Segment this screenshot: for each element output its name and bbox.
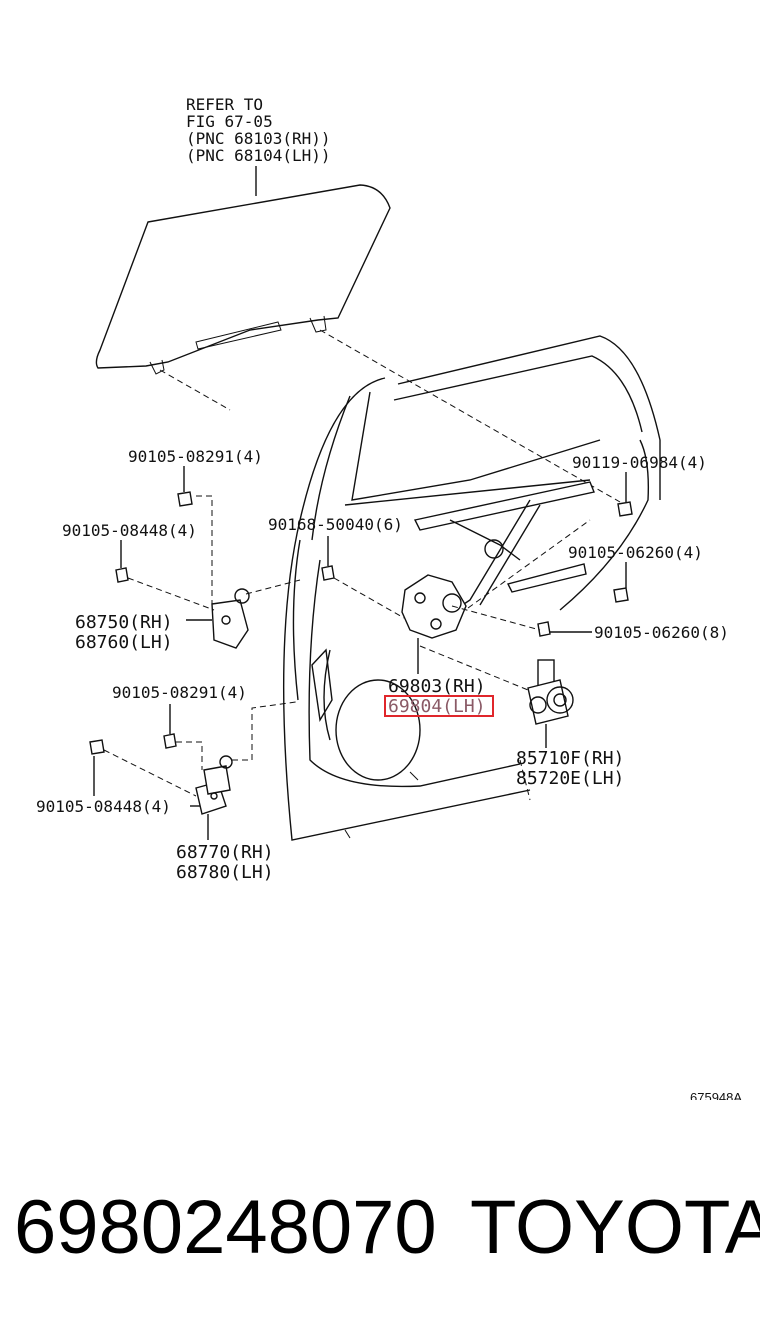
refer-note-line-4: (PNC 68104(LH)) xyxy=(186,146,331,165)
door-window-regulator-diagram: REFER TO FIG 67-05 (PNC 68103(RH)) (PNC … xyxy=(36,95,742,1100)
label-motor-lh: 85720E(LH) xyxy=(516,768,624,789)
figure-code: 675948A xyxy=(690,1090,742,1100)
bolt-icon-08291-bottom xyxy=(163,733,177,749)
highlight-box xyxy=(384,695,494,717)
callout-leaders xyxy=(93,466,627,840)
label-bolt-08291-bottom: 90105-08291(4) xyxy=(112,683,247,702)
callout-labels: 90105-08291(4) 90105-08448(4) 68750(RH) … xyxy=(36,447,742,1100)
refer-note-line-1: REFER TO xyxy=(186,95,263,114)
bolts xyxy=(89,491,633,755)
guide-rails xyxy=(413,481,595,593)
refer-note-line-2: FIG 67-05 xyxy=(186,112,273,131)
brand-name: TOYOTA xyxy=(470,1185,760,1270)
door-frame xyxy=(283,335,661,841)
label-hinge-upper-rh: 68750(RH) xyxy=(75,612,173,633)
label-bolt-06260-a: 90105-06260(4) xyxy=(568,543,703,562)
assembly-lines xyxy=(103,495,591,801)
window-motor xyxy=(527,659,574,725)
label-hinge-lower-lh: 68780(LH) xyxy=(176,862,274,883)
upper-hinge xyxy=(211,588,250,649)
label-regulator-rh: 69803(RH) xyxy=(388,676,486,697)
label-hinge-lower-rh: 68770(RH) xyxy=(176,842,274,863)
label-bolt-06260-b: 90105-06260(8) xyxy=(594,623,729,642)
part-number: 6980248070 xyxy=(14,1185,437,1270)
label-motor-rh: 85710F(RH) xyxy=(516,748,624,769)
refer-note-line-3: (PNC 68103(RH)) xyxy=(186,129,331,148)
label-hinge-upper-lh: 68760(LH) xyxy=(75,632,173,653)
bolt-icon-08291-top xyxy=(177,491,193,507)
bolt-icon-08448-top xyxy=(115,567,129,583)
speaker-hole xyxy=(335,679,421,781)
label-bolt-08291-top: 90105-08291(4) xyxy=(128,447,263,466)
label-bolt-08448-bottom: 90105-08448(4) xyxy=(36,797,171,816)
bolt-icon-06260-b xyxy=(537,621,551,637)
refer-note: REFER TO FIG 67-05 (PNC 68103(RH)) (PNC … xyxy=(186,95,331,196)
label-bolt-50040: 90168-50040(6) xyxy=(268,515,403,534)
bolt-icon-50040 xyxy=(321,565,335,581)
door-glass xyxy=(95,184,621,503)
lower-hinge xyxy=(195,755,233,815)
label-bolt-06984: 90119-06984(4) xyxy=(572,453,707,472)
label-regulator-lh: 69804(LH) xyxy=(388,696,486,717)
bolt-icon-08448-bottom xyxy=(89,739,105,755)
window-regulator xyxy=(401,499,541,639)
bolt-icon-06984 xyxy=(617,501,633,517)
label-bolt-08448-top: 90105-08448(4) xyxy=(62,521,197,540)
bolt-icon-06260-a xyxy=(613,587,629,603)
